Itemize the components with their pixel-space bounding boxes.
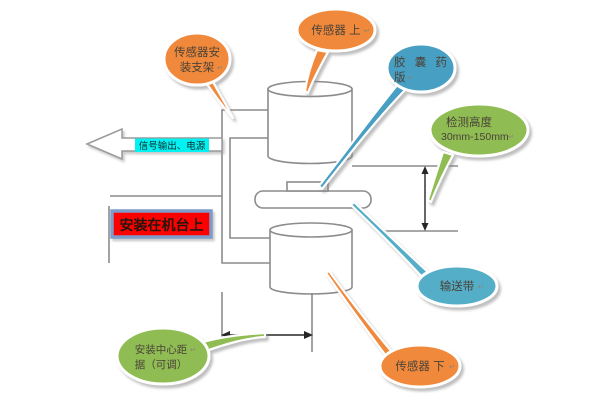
callout-center-distance-bubble [115,326,211,386]
dim-arrowhead-right [304,331,313,339]
callout-sensor-bracket-line1: 传感器安 [174,45,220,59]
mount-label-text: 安装在机台上 [120,217,204,234]
return-mark: ↵ [364,28,370,35]
callout-capsule-plate-bubble [385,42,457,94]
callout-sensor-bottom-tail [324,269,394,358]
machine-table [108,195,222,263]
callout-sensor-bottom-text: 传感器 下 [395,359,444,373]
callout-detection-height-line1: 检测高度 [446,115,492,129]
callout-conveyor-belt-bubble [415,264,499,308]
callout-center-distance: 安装中心距 据（可调） ↵ [115,326,267,386]
dim-arrowhead-down [421,223,429,231]
mount-label-box [110,209,213,239]
callout-conveyor-belt: 输送带 ↵ [349,200,499,308]
top-cylinder-body [267,88,353,165]
callout-sensor-bracket-tail [201,74,235,120]
bottom-cylinder-top [269,222,353,238]
callout-sensor-bracket: 传感器安 装支架 ↵ [162,31,235,120]
callout-detection-height: 检测高度 30mm-150mm ↵ [426,102,530,204]
return-mark: ↵ [407,75,413,82]
callout-sensor-bracket-bubble [162,31,232,87]
dim-arrowhead-up [421,166,429,174]
callout-center-distance-line2: 据（可调） [135,358,188,371]
callout-conveyor-belt-tail [349,200,430,279]
callout-capsule-plate: 胶 囊 药 版 ↵ [317,42,457,191]
return-mark: ↵ [508,134,514,141]
signal-label: 信号输出、电源 [139,140,206,152]
return-mark: ↵ [190,347,196,354]
callout-sensor-bottom-bubble [378,343,462,389]
sensor-top-cylinder [267,80,353,165]
callout-conveyor-belt-text: 输送带 [440,279,475,293]
bracket-inner-line [229,137,270,239]
signal-label-highlight [135,138,209,152]
callout-detection-height-bubble [428,102,530,158]
callout-sensor-top-bubble [295,7,377,53]
capsule-plate-shape [286,181,329,192]
signal-arrow: 信号输出、电源 [85,127,223,161]
callout-sensor-bottom: 传感器 下 ↵ [324,269,462,389]
machine-mount-label: 安装在机台上 [110,209,213,239]
callout-sensor-bracket-line2: 装支架 [180,61,215,74]
callout-sensor-top-text: 传感器 上 [311,23,360,37]
callout-sensor-top-tail [303,48,330,95]
callout-center-distance-line1: 安装中心距 [135,343,188,356]
callout-sensor-top: 传感器 上 ↵ [295,7,377,95]
bracket-outer-line [221,109,270,264]
callout-detection-height-tail [426,150,455,204]
detection-height-dimension [352,165,458,232]
mounting-bracket [221,109,270,264]
return-mark: ↵ [478,284,484,291]
callout-center-distance-tail [201,331,267,353]
return-mark: ↵ [217,65,223,72]
callout-detection-height-line2: 30mm-150mm [441,131,509,143]
sensor-bottom-cylinder [269,222,353,295]
return-mark: ↵ [449,364,455,371]
callout-capsule-plate-line2: 版 [394,70,406,84]
callout-capsule-plate-line1: 胶 囊 药 [394,55,450,69]
callout-capsule-plate-tail [317,82,408,191]
